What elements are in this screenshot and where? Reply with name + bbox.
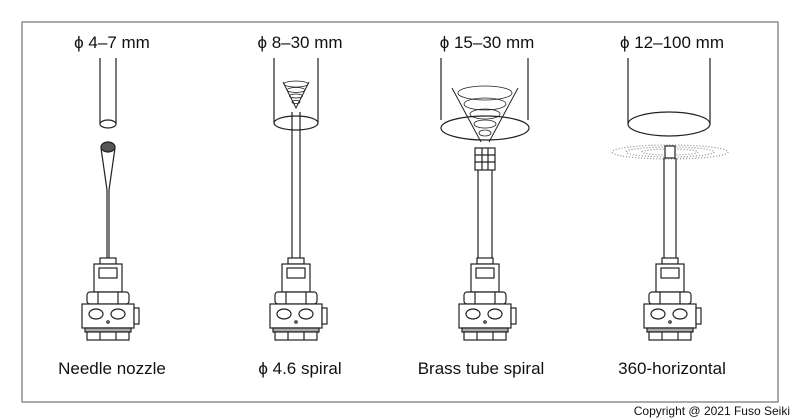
range-label-needle: ϕ 4–7 mm [74, 33, 150, 52]
spiral-nozzle-drawing [269, 58, 328, 341]
frame-border [21, 21, 779, 403]
brass-spiral-drawing [440, 58, 530, 341]
needle-nozzle-drawing [81, 58, 140, 341]
spray-droplet [100, 141, 116, 153]
caption-spiral: ϕ 4.6 spiral [258, 359, 342, 378]
range-label-brass: ϕ 15–30 mm [439, 33, 535, 52]
spray-pattern [611, 144, 729, 160]
caption-needle: Needle nozzle [58, 359, 166, 378]
horizontal-360-drawing [611, 58, 729, 341]
range-label-horizontal: ϕ 12–100 mm [619, 33, 725, 52]
copyright: Copyright @ 2021 Fuso Seiki [633, 404, 790, 418]
caption-brass: Brass tube spiral [417, 359, 545, 378]
caption-horizontal: 360-horizontal [618, 359, 726, 378]
range-label-spiral: ϕ 8–30 mm [257, 33, 343, 52]
